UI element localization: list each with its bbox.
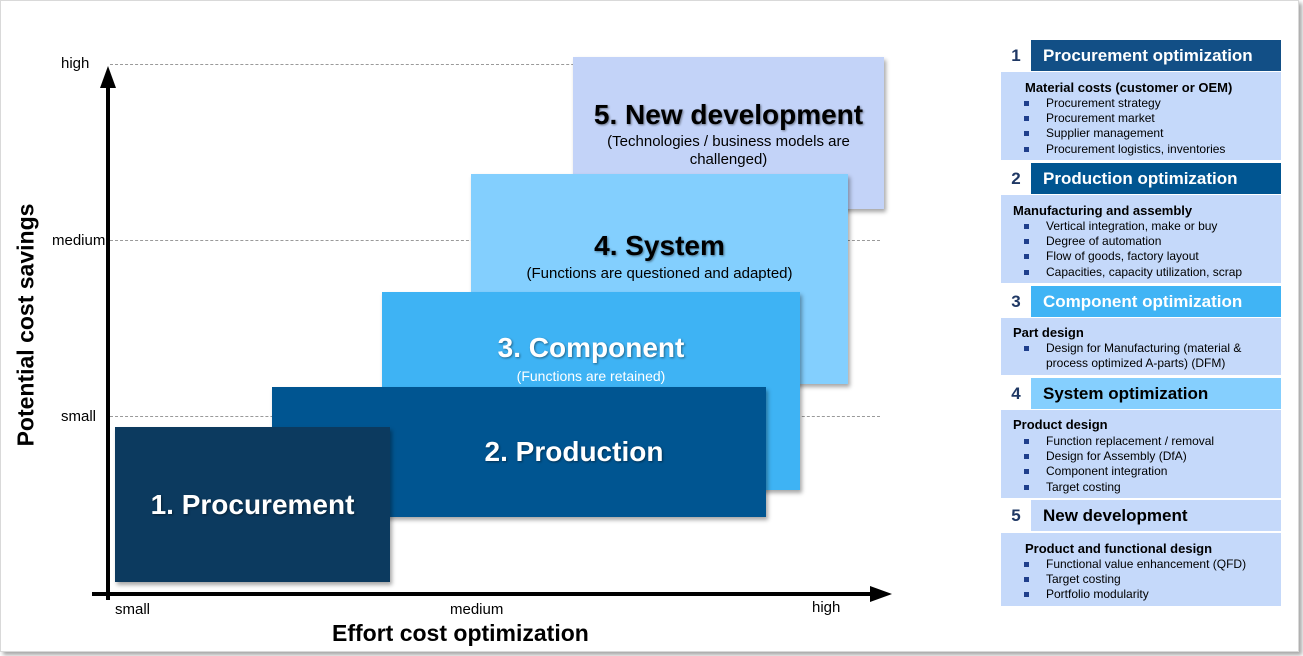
- y-axis-arrowhead: [100, 66, 116, 88]
- panel-title: Procurement optimization: [1031, 40, 1281, 71]
- panel-subtitle: Part design: [1013, 325, 1084, 340]
- panel-item: Design for Manufacturing (material & pro…: [1024, 341, 1271, 371]
- gridline-high: [110, 64, 880, 65]
- panel-item: Procurement strategy: [1024, 96, 1161, 110]
- panel-body-production: Manufacturing and assembly Vertical inte…: [1001, 194, 1281, 283]
- panel-header-new-development: 5 New development: [1001, 500, 1281, 531]
- x-axis-arrowhead: [870, 586, 892, 602]
- panel-item: Degree of automation: [1023, 234, 1162, 248]
- x-tick-medium: medium: [450, 601, 504, 618]
- stage-title: 3. Component: [497, 332, 685, 363]
- panel-item: Vertical integration, make or buy: [1023, 219, 1218, 233]
- panel-title: Component optimization: [1031, 286, 1281, 317]
- panel-number: 2: [1001, 163, 1031, 194]
- axes: [92, 66, 892, 602]
- panel-subtitle: Product and functional design: [1025, 541, 1213, 556]
- panel-subtitle: Material costs (customer or OEM): [1025, 80, 1233, 95]
- panel-number: 1: [1001, 40, 1031, 71]
- stage-title: 1. Procurement: [150, 489, 355, 520]
- stage-subtitle: (Functions are retained): [516, 368, 666, 384]
- panel-subtitle: Manufacturing and assembly: [1013, 203, 1193, 218]
- y-axis-title: Potential cost savings: [12, 203, 39, 447]
- panel-number: 3: [1001, 286, 1031, 317]
- panel-item: Capacities, capacity utilization, scrap: [1023, 265, 1243, 279]
- panel-title: System optimization: [1031, 378, 1281, 409]
- panel-item: Component integration: [1023, 464, 1168, 478]
- panel-item: Target costing: [1024, 572, 1121, 586]
- stage-subtitle: (Technologies / business models are chal…: [607, 133, 850, 168]
- panel-item: Function replacement / removal: [1023, 434, 1215, 448]
- panel-item: Supplier management: [1023, 126, 1164, 140]
- stage-title: 4. System: [594, 230, 725, 261]
- panel-item: Design for Assembly (DfA): [1024, 449, 1187, 463]
- x-tick-small: small: [115, 601, 151, 618]
- panel-header-production: 2 Production optimization: [1001, 163, 1281, 194]
- panel-item: Procurement logistics, inventories: [1023, 142, 1226, 156]
- panel-item: Target costing: [1024, 480, 1121, 494]
- panel-item: Functional value enhancement (QFD): [1023, 557, 1247, 571]
- stage-subtitle: (Functions are questioned and adapted): [526, 265, 793, 282]
- panel-number: 5: [1001, 500, 1031, 531]
- panel-header-component: 3 Component optimization: [1001, 286, 1281, 317]
- panel-body-procurement: Material costs (customer or OEM) Procure…: [1001, 71, 1281, 160]
- y-tick-small: small: [61, 408, 97, 425]
- panel-item: Procurement market: [1024, 111, 1155, 125]
- panel-item: Portfolio modularity: [1024, 587, 1149, 601]
- panel-title: Production optimization: [1031, 163, 1281, 194]
- panel-header-procurement: 1 Procurement optimization: [1001, 40, 1281, 71]
- stage-title: 5. New development: [593, 99, 864, 130]
- panel-body-system: Product design Function replacement / re…: [1001, 409, 1281, 498]
- panel-header-system: 4 System optimization: [1001, 378, 1281, 409]
- x-tick-high: high: [812, 599, 841, 616]
- panel-subtitle: Product design: [1013, 417, 1108, 432]
- y-tick-medium: medium: [52, 232, 106, 249]
- panel-title: New development: [1031, 500, 1281, 531]
- panel-body-new-development: Product and functional design Functional…: [1001, 532, 1281, 606]
- stage-title: 2. Production: [484, 436, 664, 467]
- y-tick-high: high: [61, 55, 90, 72]
- panel-body-component: Part design Design for Manufacturing (ma…: [1001, 317, 1281, 375]
- panel-number: 4: [1001, 378, 1031, 409]
- panel-item: Flow of goods, factory layout: [1024, 249, 1199, 263]
- stage-box-procurement: 1. Procurement: [115, 427, 390, 582]
- x-axis-title: Effort cost optimization: [332, 620, 589, 646]
